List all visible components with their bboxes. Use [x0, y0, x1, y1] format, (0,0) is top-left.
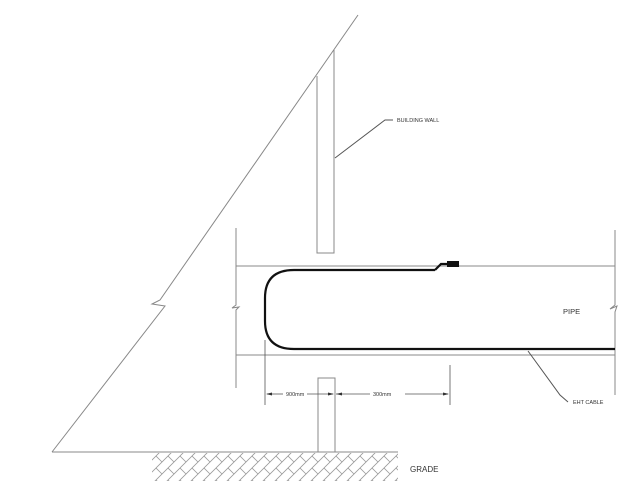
building-wall-lower: [317, 377, 336, 452]
cable-end-termination: [447, 261, 459, 267]
dimension-lines: [264, 340, 451, 405]
eht-cable-leader: [527, 350, 569, 403]
grade-label: GRADE: [410, 465, 438, 474]
grade-hatch: [152, 453, 398, 481]
building-wall-label: BUILDING WALL: [397, 118, 439, 124]
diagonal-break-line: [51, 14, 359, 453]
eht-cable-label: EHT CABLE: [573, 400, 604, 406]
pipe-label: PIPE: [563, 307, 580, 316]
dimension-300mm: 300mm: [373, 392, 392, 398]
eht-cable: [263, 262, 615, 351]
building-wall-upper: [316, 50, 335, 254]
pipe-outline: [231, 228, 618, 395]
building-wall-leader: [334, 119, 393, 159]
dimension-arrows: [266, 392, 449, 396]
dimension-900mm: 900mm: [286, 392, 305, 398]
